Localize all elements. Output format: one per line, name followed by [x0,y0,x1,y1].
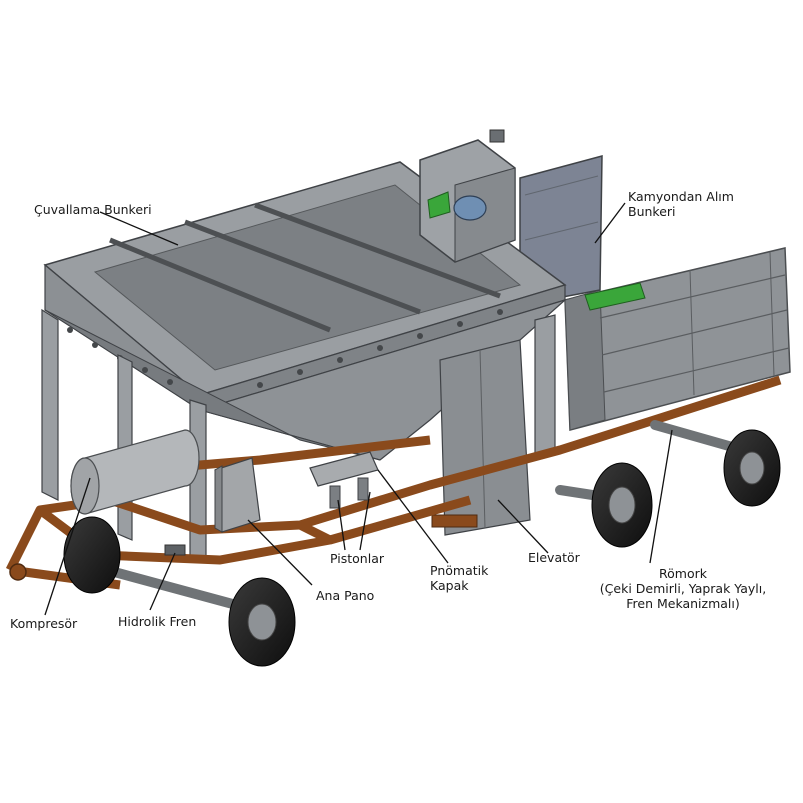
wheel-front-left [63,516,121,594]
tow-hitch [9,563,27,581]
main-panel-box [214,457,261,533]
label-hidrolik-fren: Hidrolik Fren [118,614,197,629]
label-romork-line3: Fren Mekanizmalı) [626,596,740,611]
pneumatic-gate [309,451,379,509]
elevator-head [419,129,516,263]
label-romork: Römork (Çeki Demirli, Yaprak Yaylı, Fren… [588,566,778,611]
label-cuvallama-bunkeri: Çuvallama Bunkeri [34,202,152,217]
label-pistonlar: Pistonlar [330,551,384,566]
support-legs [41,308,556,561]
label-romork-line2: (Çeki Demirli, Yaprak Yaylı, [599,581,767,596]
leader-lines [44,202,673,616]
label-kamyondan-alim-bunkeri: Kamyondan Alım Bunkeri [628,189,734,219]
hydraulic-brake [164,544,186,556]
label-ana-pano: Ana Pano [316,588,375,603]
label-romork-line1: Römork [659,566,707,581]
label-kamyondan-alim-line2: Bunkeri [628,204,676,219]
label-pnomatik-kapak: Pnömatik Kapak [430,563,488,593]
label-kompresor: Kompresör [10,616,78,631]
label-elevator: Elevatör [528,550,580,565]
label-kamyondan-alim-line1: Kamyondan Alım [628,189,734,204]
label-pnomatik-line2: Kapak [430,578,469,593]
elevator-column [431,339,531,536]
label-pnomatik-line1: Pnömatik [430,563,489,578]
compressor-tank [70,429,200,515]
wheels [63,429,781,667]
